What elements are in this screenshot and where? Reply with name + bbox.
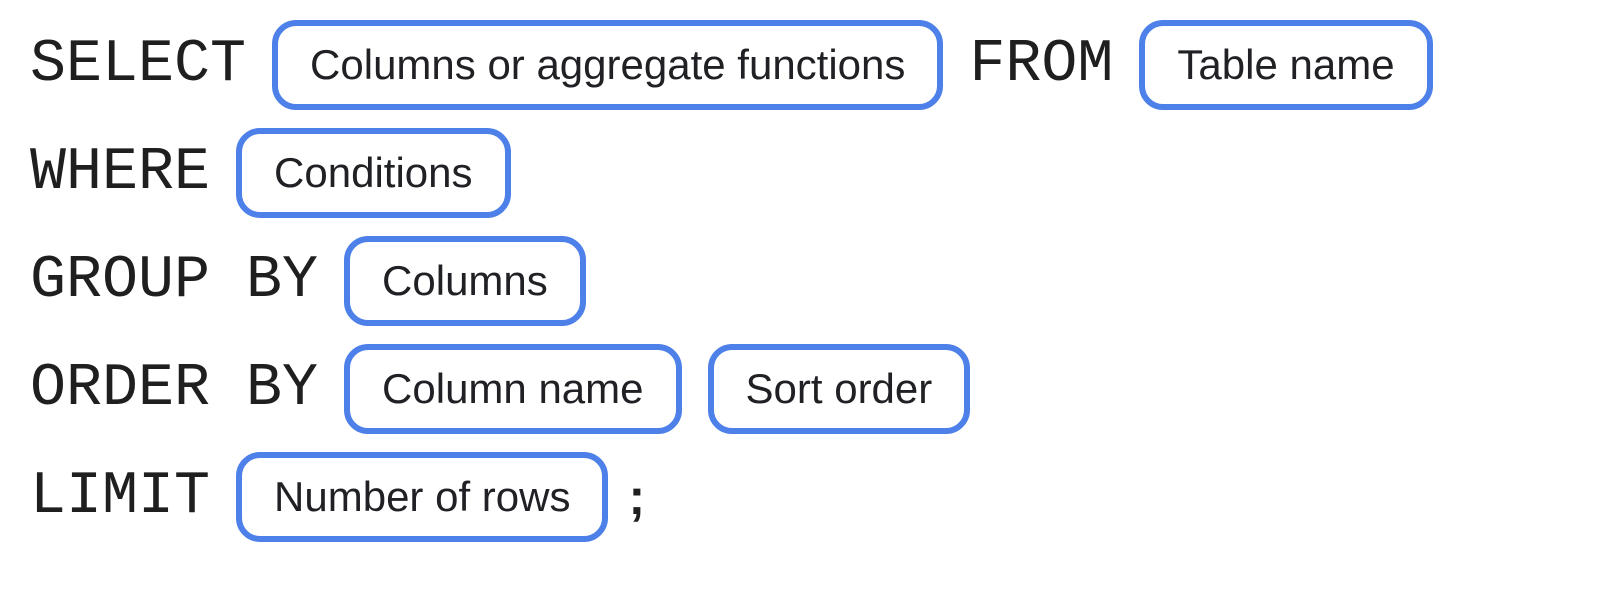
semicolon-terminator: ;: [628, 469, 646, 525]
limit-row: LIMIT Number of rows ;: [30, 452, 1600, 542]
sort-order-slot-label: Sort order: [745, 365, 933, 412]
order-by-column-slot-label: Column name: [382, 365, 644, 412]
group-by-keyword: GROUP BY: [30, 247, 319, 315]
order-by-row: ORDER BY Column name Sort order: [30, 344, 1600, 434]
table-name-slot: Table name: [1139, 20, 1433, 110]
where-keyword: WHERE: [30, 139, 211, 207]
sort-order-slot: Sort order: [707, 344, 971, 434]
select-from-row: SELECT Columns or aggregate functions FR…: [30, 20, 1600, 110]
select-columns-slot: Columns or aggregate functions: [272, 20, 944, 110]
select-keyword: SELECT: [30, 31, 247, 99]
order-by-column-slot: Column name: [344, 344, 682, 434]
select-columns-slot-label: Columns or aggregate functions: [310, 41, 906, 88]
conditions-slot-label: Conditions: [274, 149, 473, 196]
conditions-slot: Conditions: [236, 128, 511, 218]
where-row: WHERE Conditions: [30, 128, 1600, 218]
order-by-keyword: ORDER BY: [30, 355, 319, 423]
group-by-row: GROUP BY Columns: [30, 236, 1600, 326]
limit-rows-slot: Number of rows: [236, 452, 609, 542]
group-by-columns-slot: Columns: [344, 236, 586, 326]
table-name-slot-label: Table name: [1177, 41, 1395, 88]
from-keyword: FROM: [969, 31, 1114, 99]
group-by-columns-slot-label: Columns: [382, 257, 548, 304]
limit-keyword: LIMIT: [30, 463, 211, 531]
limit-rows-slot-label: Number of rows: [274, 473, 571, 520]
